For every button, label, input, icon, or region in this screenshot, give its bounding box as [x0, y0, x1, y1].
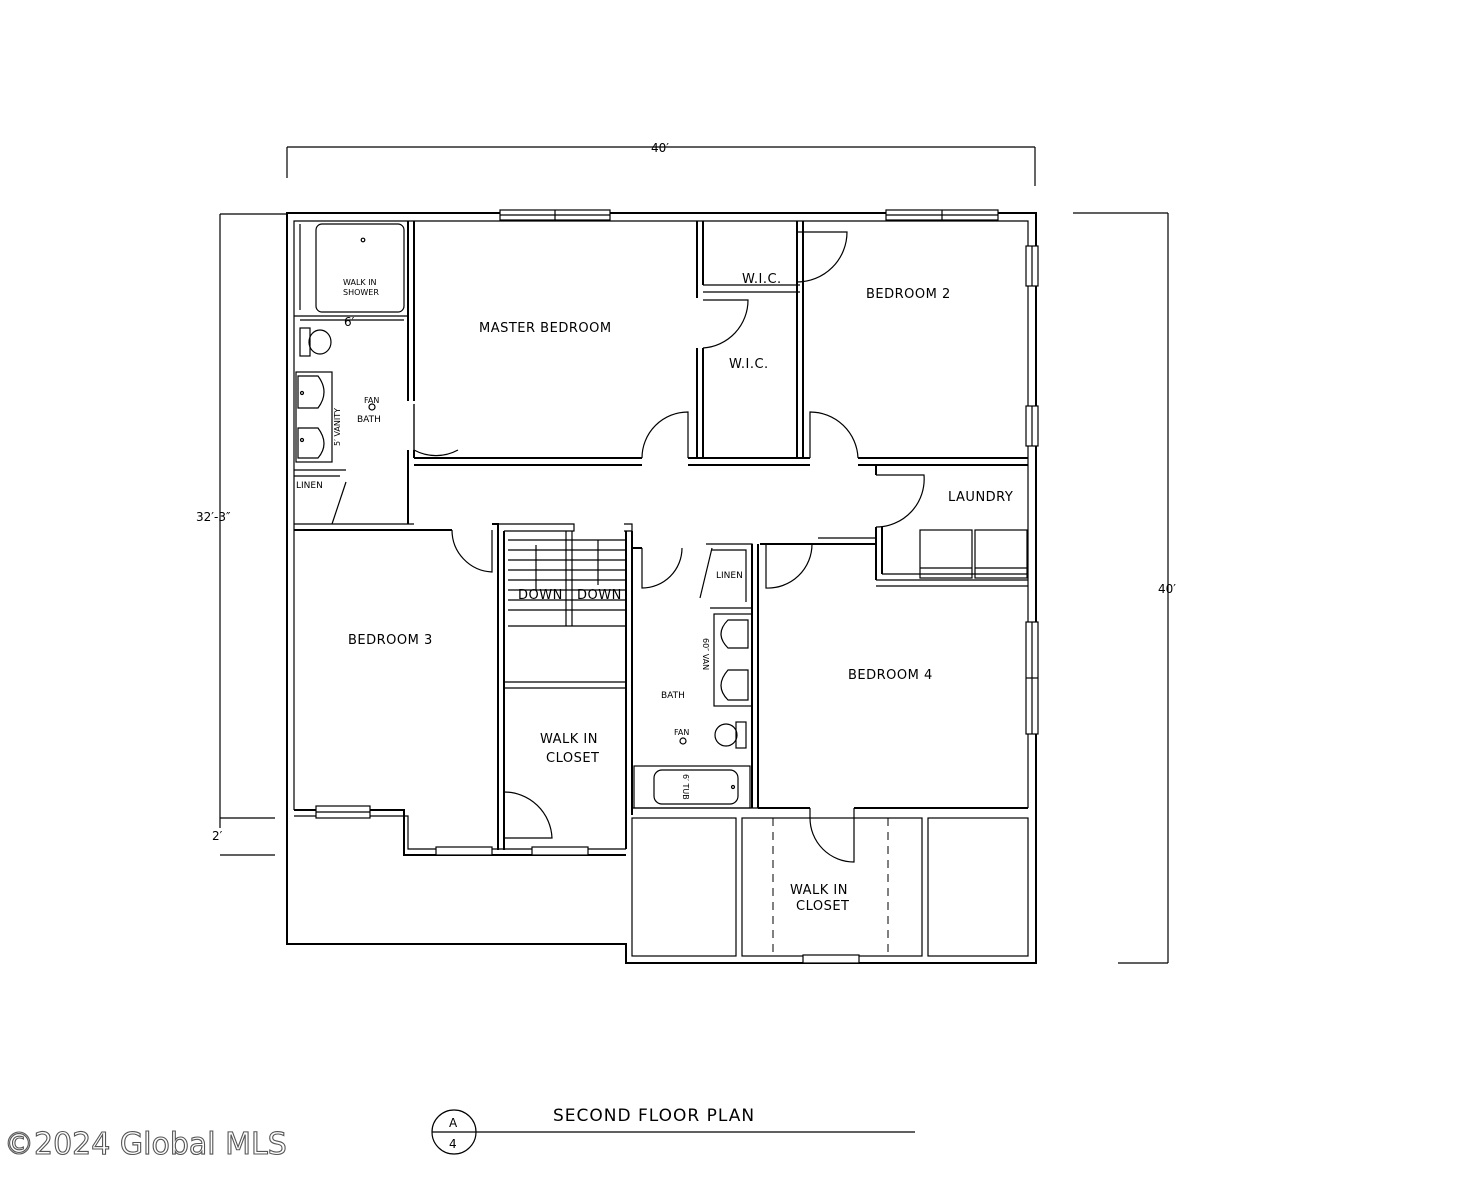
doors [331, 231, 925, 863]
dimension-lines [219, 146, 1169, 964]
stair-treads [508, 531, 626, 626]
label-linen-hall: LINEN [716, 571, 743, 581]
plan-title: SECOND FLOOR PLAN [553, 1106, 755, 1126]
label-fan-hall: FAN [674, 728, 689, 737]
dim-right-height: 40′ [1158, 582, 1176, 596]
label-bedroom-4: BEDROOM 4 [848, 668, 933, 683]
label-stairs-down-2: DOWN [577, 588, 622, 603]
detail-letter: A [449, 1116, 458, 1130]
label-fan-master: FAN [364, 396, 379, 405]
dim-top-width: 40′ [651, 141, 669, 155]
windows [315, 209, 1039, 964]
label-bedroom-3: BEDROOM 3 [348, 633, 433, 648]
label-walk-in-shower-2: SHOWER [343, 288, 379, 297]
label-closet-3-line1: WALK IN [540, 732, 598, 747]
fixtures [295, 223, 1028, 805]
label-vanity-master: 5′ VANITY [333, 408, 342, 446]
detail-number: 4 [449, 1137, 457, 1151]
exterior-walls [286, 212, 1037, 964]
label-closet-4-line2: CLOSET [796, 899, 850, 914]
dim-left-offset: 2′ [212, 829, 223, 843]
label-closet-3-line2: CLOSET [546, 751, 600, 766]
watermark: ©2024 Global MLS [4, 1127, 287, 1162]
label-laundry: LAUNDRY [948, 490, 1013, 505]
label-tub: 6′ TUB [681, 774, 690, 800]
label-vanity-hall: 60″ VAN [701, 638, 710, 670]
interior-walls [294, 221, 1029, 957]
label-walk-in-shower-1: WALK IN [343, 278, 377, 287]
label-linen-master: LINEN [296, 481, 323, 491]
label-stairs-down-1: DOWN [518, 588, 563, 603]
label-bath-hall: BATH [661, 691, 685, 701]
label-bedroom-2: BEDROOM 2 [866, 287, 951, 302]
label-master-bedroom: MASTER BEDROOM [479, 321, 612, 336]
label-bath-master: BATH [357, 415, 381, 425]
label-wic-top: W.I.C. [742, 272, 782, 287]
label-wic-mid: W.I.C. [729, 357, 769, 372]
dim-left-height: 32′-3″ [196, 510, 231, 524]
detail-marker [431, 1109, 915, 1155]
label-closet-4-line1: WALK IN [790, 883, 848, 898]
label-shower-dim: 6′ [344, 315, 355, 329]
